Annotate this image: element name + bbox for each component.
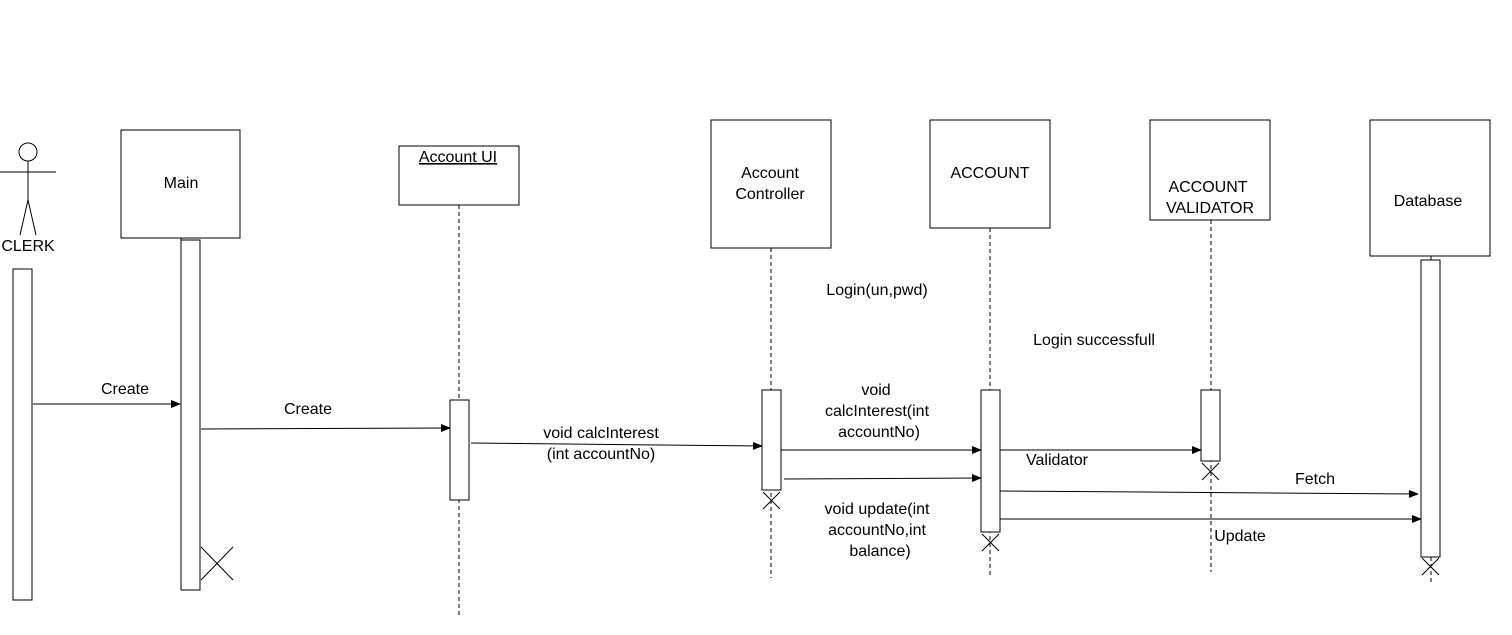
message-label: Update xyxy=(1214,528,1266,545)
database-activation-bar xyxy=(1420,259,1441,558)
object-label-account-ui: Account UI xyxy=(419,149,497,166)
message-label-line3: accountNo) xyxy=(838,424,920,441)
message-label-line1: void calcInterest xyxy=(543,425,659,442)
object-box-account-controller xyxy=(710,119,832,249)
lifeline-database: Database xyxy=(1369,119,1491,582)
object-label-account-validator-line2: VALIDATOR xyxy=(1166,200,1254,217)
message-label: Login(un,pwd) xyxy=(826,282,927,299)
destroy-x-icon xyxy=(762,491,781,510)
destroy-x-icon xyxy=(200,546,234,581)
object-label-account-controller-line1: Account xyxy=(741,165,799,182)
message-update-account: void update(int accountNo,int balance) xyxy=(783,474,982,560)
destroy-x-icon xyxy=(1201,462,1220,481)
message-create-main: Create xyxy=(33,381,181,408)
object-box-database xyxy=(1369,119,1491,257)
object-label-account-controller-line2: Controller xyxy=(735,186,805,203)
account-controller-activation-bar xyxy=(761,389,782,491)
object-label-account-validator-line1: ACCOUNT xyxy=(1168,179,1247,196)
message-label: Create xyxy=(101,381,149,398)
lifeline-account-controller: Account Controller xyxy=(710,119,832,578)
message-label-line2: accountNo,int xyxy=(828,522,926,539)
account-validator-activation-bar xyxy=(1200,389,1221,462)
destroy-x-icon xyxy=(1421,557,1440,576)
message-label-line2: (int accountNo) xyxy=(547,446,656,463)
clerk-actor: CLERK xyxy=(0,142,56,601)
message-label: Create xyxy=(284,401,332,418)
object-box-account xyxy=(929,119,1051,229)
message-arrow xyxy=(470,441,763,450)
destroy-x-icon xyxy=(981,533,1000,552)
account-activation-bar xyxy=(980,389,1001,533)
account-ui-activation-bar xyxy=(449,399,470,501)
actor-label: CLERK xyxy=(1,238,55,255)
message-label: Login successfull xyxy=(1033,332,1155,349)
message-label-line1: void update(int xyxy=(825,501,931,518)
object-label-account: ACCOUNT xyxy=(950,165,1029,182)
message-fetch: Fetch xyxy=(999,471,1419,498)
message-calc-interest-account: void calcInterest(int accountNo) xyxy=(781,382,982,454)
message-label: Fetch xyxy=(1295,471,1335,488)
lifeline-account-ui: Account UI xyxy=(398,145,520,615)
lifeline-account: ACCOUNT xyxy=(929,119,1051,575)
message-label-line3: balance) xyxy=(849,543,910,560)
lifeline-account-validator: ACCOUNT VALIDATOR xyxy=(1149,119,1271,572)
clerk-activation-bar xyxy=(12,268,33,601)
stick-figure-icon xyxy=(0,142,56,236)
note-login-success: Login successfull xyxy=(1033,332,1155,349)
message-arrow xyxy=(200,424,451,433)
message-label-line1: void xyxy=(861,382,890,399)
message-arrow xyxy=(783,474,982,483)
main-activation-bar xyxy=(180,239,201,591)
message-calc-interest-ui: void calcInterest (int accountNo) xyxy=(470,425,763,463)
object-box-main xyxy=(120,129,241,239)
message-label-line2: calcInterest(int xyxy=(825,403,930,420)
object-box-account-validator xyxy=(1149,119,1271,221)
message-validator: Validator xyxy=(1000,446,1202,469)
lifeline-main: Main xyxy=(120,129,241,591)
message-create-ui: Create xyxy=(200,401,451,433)
object-label-database: Database xyxy=(1394,193,1463,210)
message-update-db: Update xyxy=(1000,515,1422,545)
message-arrow xyxy=(999,489,1419,498)
message-label: Validator xyxy=(1026,452,1089,469)
object-label-main: Main xyxy=(164,175,199,192)
note-login: Login(un,pwd) xyxy=(826,282,927,299)
